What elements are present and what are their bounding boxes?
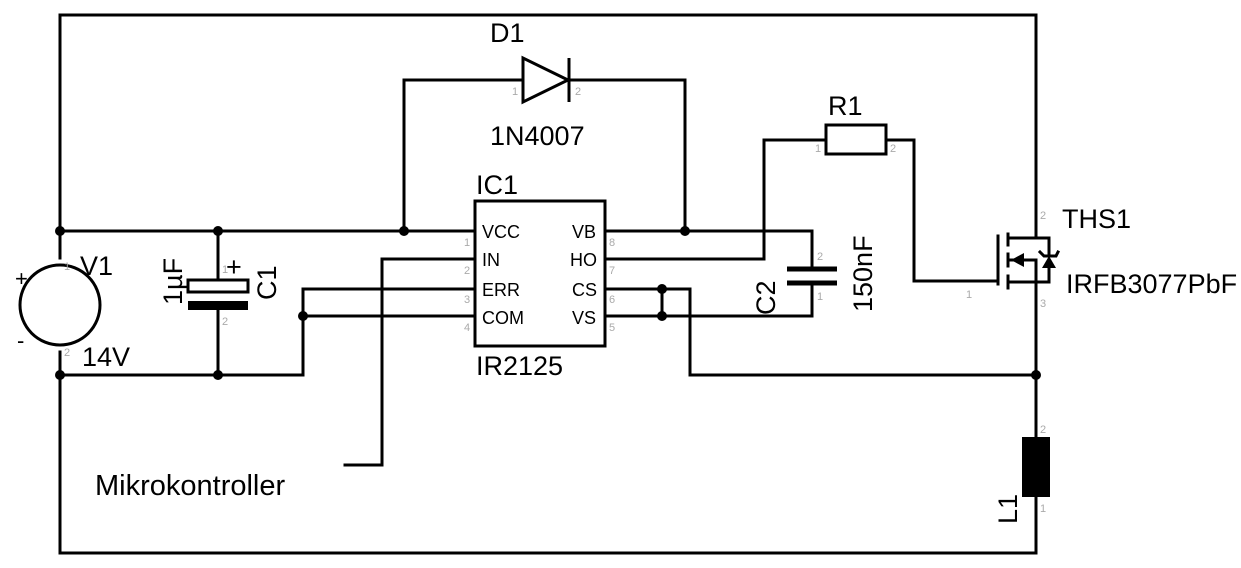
wire-vs <box>603 282 814 318</box>
junction-dot <box>680 226 690 236</box>
ic1-pin4-num: 4 <box>464 322 470 334</box>
d1-pin2-num: 2 <box>575 86 581 98</box>
ths1-ref: THS1 <box>1062 204 1131 234</box>
mosfet-source-wire <box>1006 280 1038 298</box>
junction-dot <box>55 370 65 380</box>
wire-d1-anode <box>402 78 525 233</box>
ic1-pin-ho: HO <box>570 250 597 270</box>
ic1-pin8-num: 8 <box>609 237 615 249</box>
ic-body <box>473 199 607 348</box>
resistor-r1: R1 1 2 <box>815 91 896 156</box>
ic-ir2125: IC1 IR2125 VCC IN ERR COM VB HO CS VS 1 … <box>464 170 615 381</box>
ic1-ref: IC1 <box>476 170 518 200</box>
c2-ref: C2 <box>751 280 781 315</box>
ic1-pin-com: COM <box>482 308 524 328</box>
r1-pin1-num: 1 <box>815 143 821 155</box>
source-circle <box>18 263 102 347</box>
ic1-value: IR2125 <box>476 351 563 381</box>
junction-dot <box>399 226 409 236</box>
ths1-pin3-num: 3 <box>1040 298 1046 310</box>
diode-d1: D1 1N4007 1 2 <box>490 18 585 151</box>
junction-dot <box>657 284 667 294</box>
c1-positive-plate <box>186 278 250 294</box>
c1-value: 1µF <box>158 258 188 305</box>
junction-dot <box>657 311 667 321</box>
c1-ref: C1 <box>252 265 282 300</box>
c1-pin1-num: 1 <box>222 264 228 276</box>
ic1-pin7-num: 7 <box>609 265 615 277</box>
mosfet-body-diode <box>1042 256 1056 268</box>
ths1-value: IRFB3077PbF <box>1066 269 1237 299</box>
wire-bottom-rail <box>58 350 1038 555</box>
v1-value: 14V <box>82 342 130 372</box>
c1-negative-plate <box>188 301 248 310</box>
ic1-pin-vs: VS <box>572 308 596 328</box>
junction-dot <box>55 226 65 236</box>
d1-ref: D1 <box>490 18 525 48</box>
junction-dot <box>213 226 223 236</box>
junction-dot <box>213 370 223 380</box>
junctions <box>55 226 1041 380</box>
ths1-pin2-num: 2 <box>1040 210 1046 222</box>
ic1-pin6-num: 6 <box>609 294 615 306</box>
l1-pin2-num: 2 <box>1040 424 1046 436</box>
ic1-pin2-num: 2 <box>464 265 470 277</box>
r1-ref: R1 <box>828 91 863 121</box>
capacitor-c1: + C1 1µF 1 2 <box>158 252 282 328</box>
wire-d1-cathode <box>569 78 687 233</box>
ic1-pin5-num: 5 <box>609 322 615 334</box>
wire-vb <box>603 229 814 270</box>
mosfet-drain-wire <box>1006 220 1038 240</box>
junction-dot <box>1031 370 1041 380</box>
mosfet-arrow <box>1011 253 1024 267</box>
v1-pin2-num: 2 <box>64 347 70 359</box>
c2-pin1-num: 1 <box>817 291 823 303</box>
c1-plus-sign: + <box>226 252 242 282</box>
wire-top-rail <box>58 13 1038 260</box>
wires <box>58 13 1038 555</box>
ic1-pin-vb: VB <box>572 222 596 242</box>
ic1-pin3-num: 3 <box>464 294 470 306</box>
resistor-body <box>824 123 888 156</box>
l1-pin1-num: 1 <box>1040 503 1046 515</box>
inductor-l1: L1 2 1 <box>993 424 1050 524</box>
v1-ref: V1 <box>80 251 113 281</box>
ths1-pin1-num: 1 <box>966 289 972 301</box>
junction-dot <box>298 311 308 321</box>
c2-value: 150nF <box>848 235 878 312</box>
wire-ho <box>603 138 828 261</box>
voltage-source-v1: V1 14V + - 1 2 <box>15 251 130 372</box>
l1-ref: L1 <box>993 494 1023 524</box>
ic1-pin1-num: 1 <box>464 237 470 249</box>
ic1-pin-vcc: VCC <box>482 222 520 242</box>
v1-minus-sign: - <box>17 328 24 353</box>
wire-gate <box>884 138 1000 283</box>
c2-pin2-num: 2 <box>817 251 823 263</box>
wire-in <box>343 257 477 467</box>
r1-pin2-num: 2 <box>890 143 896 155</box>
ic1-pin-err: ERR <box>482 280 520 300</box>
v1-pin1-num: 1 <box>64 261 70 273</box>
d1-pin1-num: 1 <box>512 86 518 98</box>
mosfet-ths1: THS1 IRFB3077PbF 1 2 3 <box>966 204 1237 310</box>
capacitor-c2: C2 150nF 2 1 <box>751 235 878 315</box>
d1-value: 1N4007 <box>490 121 585 151</box>
microcontroller-label: Mikrokontroller <box>95 470 285 502</box>
wire-cs <box>603 287 1038 377</box>
ic1-pin-cs: CS <box>572 280 597 300</box>
mosfet-body-diode-leads <box>1034 266 1051 284</box>
v1-plus-sign: + <box>15 266 28 291</box>
inductor-body <box>1022 437 1050 497</box>
ic1-pin-in: IN <box>482 250 500 270</box>
c1-pin2-num: 2 <box>222 316 228 328</box>
mosfet-body-diode-leads <box>1034 236 1051 258</box>
diode-symbol <box>521 55 572 105</box>
